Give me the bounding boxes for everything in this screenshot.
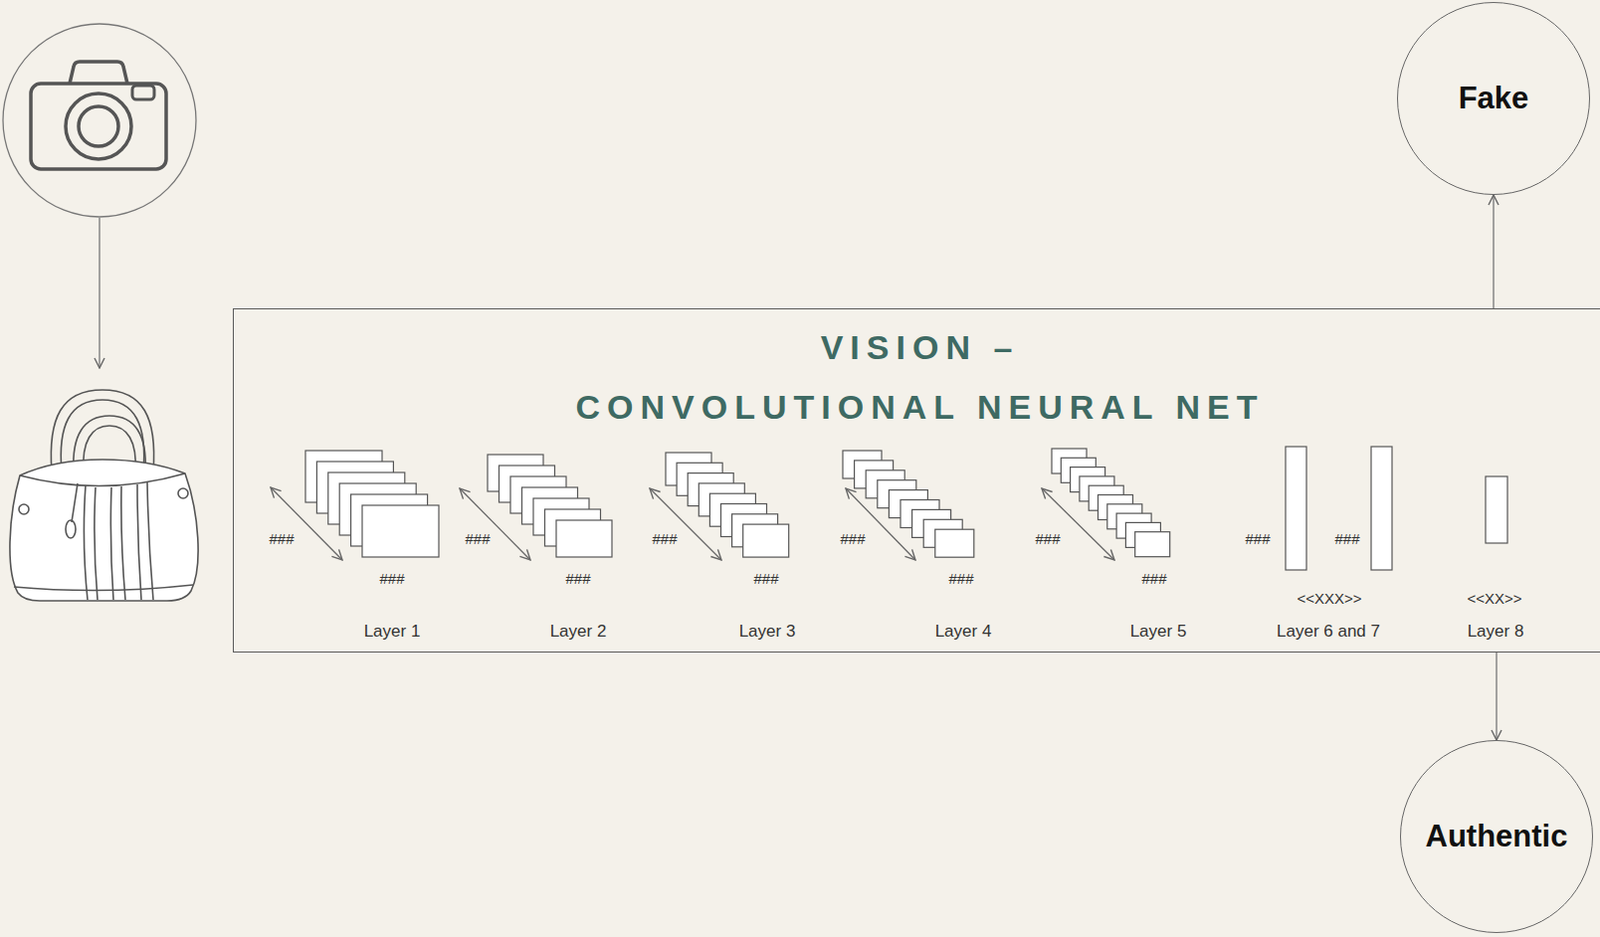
layer-2-stack	[487, 454, 612, 558]
layer-name: Layer 5	[1130, 621, 1188, 642]
camera-arrow	[98, 217, 100, 369]
bag-zip-pull	[71, 483, 78, 523]
result-label: Fake	[1458, 79, 1530, 117]
dimension-arrow	[845, 488, 916, 561]
feature-map	[362, 505, 439, 558]
network-panel: VISION – CONVOLUTIONAL NEURAL NET	[232, 308, 1600, 653]
dimension-value: ###	[753, 570, 779, 589]
dimension-value: ###	[379, 570, 404, 589]
bag-stripe	[83, 485, 88, 600]
panel-title: CONVOLUTIONAL NEURAL NET	[576, 388, 1265, 427]
dimension-value: ###	[948, 570, 974, 589]
dense-layer-bar	[1285, 446, 1307, 571]
dimension-value: ###	[1141, 570, 1167, 589]
layer-name: Layer 3	[739, 621, 797, 642]
dimension-value: ###	[565, 570, 591, 589]
camera-lens	[65, 93, 132, 160]
camera-icon	[2, 23, 197, 217]
layer-5-stack	[1051, 448, 1171, 558]
camera-circle	[2, 23, 197, 217]
dense-layer-bar	[1371, 446, 1393, 571]
layer-size: <<XX>>	[1466, 590, 1522, 608]
layer-size: <<XXX>>	[1296, 590, 1362, 608]
dimension-arrow	[459, 488, 531, 561]
dimension-arrow	[270, 487, 343, 561]
dimension-arrows	[270, 487, 1115, 561]
bag-zip-tab	[65, 520, 76, 539]
panel-title: VISION –	[820, 328, 1020, 368]
handbag-drawing	[9, 390, 199, 601]
layer-name: Layer 2	[550, 621, 607, 642]
layer-1-stack	[305, 450, 439, 558]
dimension-value: ###	[464, 530, 490, 549]
feature-map	[743, 524, 790, 558]
camera-lens-inner	[78, 106, 119, 147]
output-layer-bar	[1485, 476, 1508, 544]
bag-stripe	[147, 482, 154, 600]
feature-map	[935, 529, 975, 558]
bag-stripe	[110, 487, 114, 600]
dimension-value: ###	[268, 530, 294, 549]
dimension-value: ###	[1034, 530, 1060, 549]
feature-map	[556, 520, 612, 558]
dimension-value: ###	[1334, 530, 1360, 549]
bag-clasp	[178, 488, 189, 499]
bag-clasp	[18, 504, 29, 515]
result-label: Authentic	[1425, 817, 1569, 855]
result-circle: Authentic	[1400, 740, 1594, 934]
result-circle: Fake	[1397, 1, 1591, 196]
layer-name: Layer 8	[1467, 621, 1525, 642]
layer-name: Layer 4	[935, 621, 993, 642]
layer-name: Layer 1	[364, 621, 421, 642]
bag-body	[9, 459, 199, 601]
bag-seam	[13, 585, 194, 592]
bag-stripe	[121, 486, 126, 600]
flow-arrow	[1495, 652, 1497, 741]
layer-name: Layer 6 and 7	[1276, 621, 1381, 642]
layer-3-stack	[665, 452, 790, 558]
dimension-arrow	[1041, 488, 1115, 561]
bag-stripe	[137, 484, 142, 600]
camera-body	[30, 83, 167, 170]
dense-layers	[1285, 446, 1508, 571]
camera-flash	[132, 85, 155, 100]
dimension-value: ###	[651, 530, 677, 549]
bag-stripe	[94, 487, 98, 600]
dimension-arrow	[649, 488, 722, 561]
camera-hump	[69, 61, 128, 84]
dimension-value: ###	[839, 530, 865, 549]
dimension-value: ###	[1244, 530, 1270, 549]
bag-rim	[19, 473, 186, 487]
flow-arrow	[1492, 195, 1494, 309]
feature-map	[1135, 532, 1171, 558]
